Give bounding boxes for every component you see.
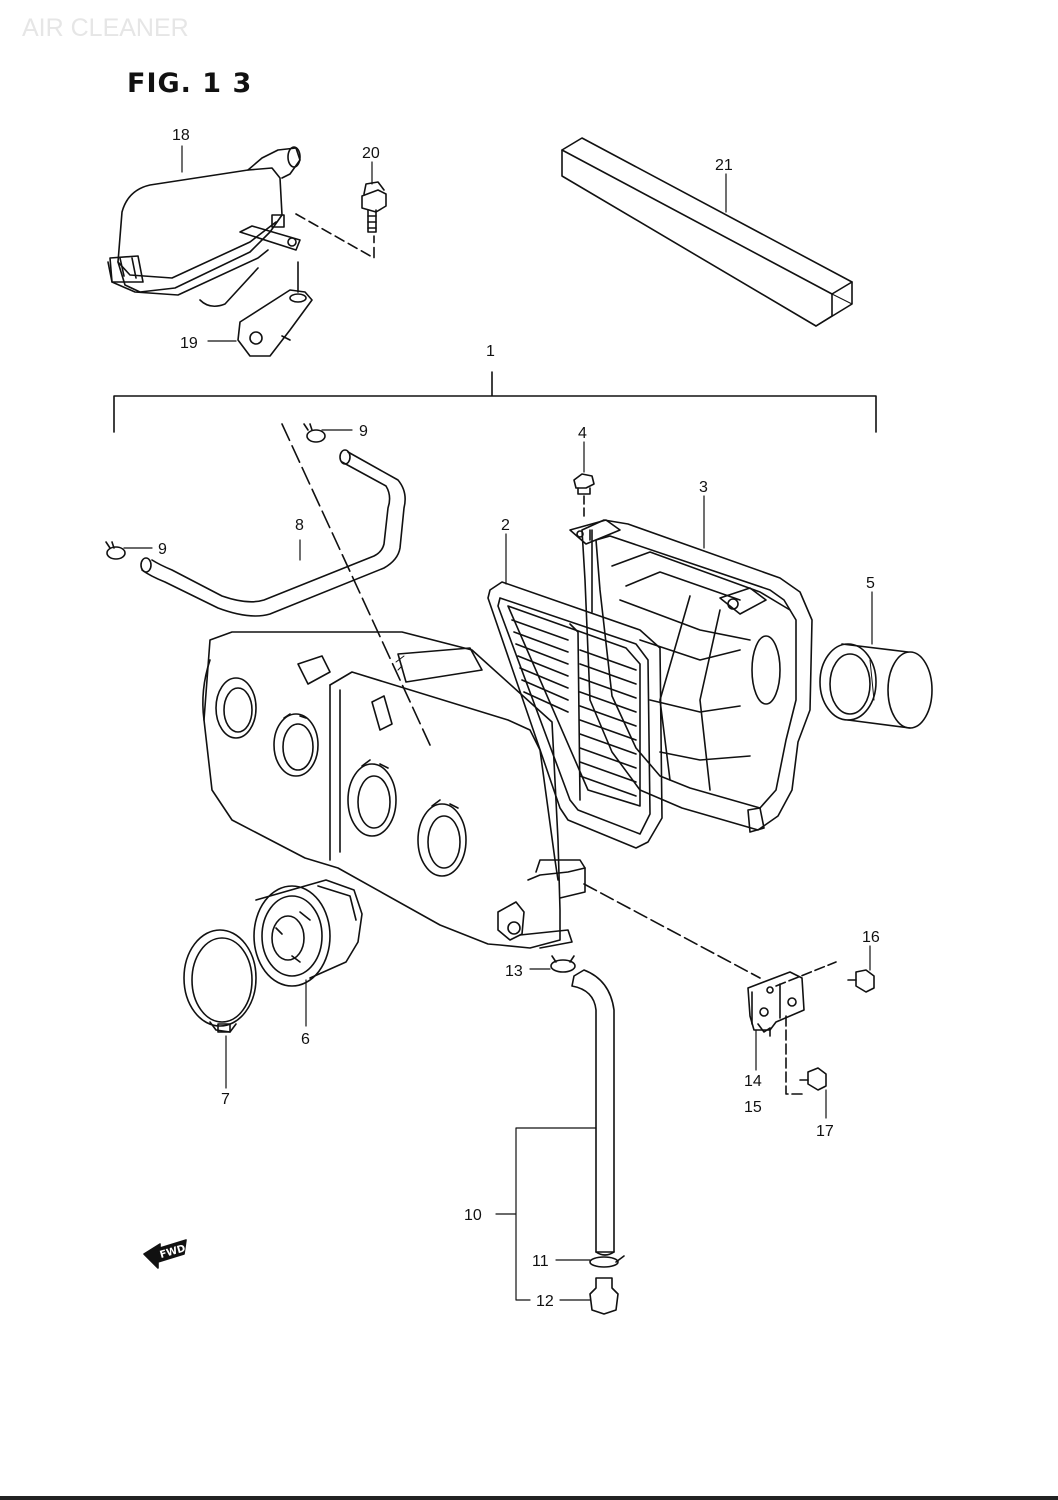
callout-2: 2 bbox=[501, 517, 510, 534]
callout-3: 3 bbox=[699, 479, 708, 496]
figure-title: FIG. 1 3 bbox=[127, 68, 253, 99]
bracket-part-19 bbox=[237, 261, 313, 357]
callout-20: 20 bbox=[362, 145, 380, 162]
drain-hose-part-10 bbox=[550, 955, 625, 1315]
sub-air-cleaner-case bbox=[107, 146, 301, 308]
section-watermark: AIR CLEANER bbox=[22, 14, 189, 42]
callout-9-upper: 9 bbox=[359, 423, 368, 440]
callout-8: 8 bbox=[295, 517, 304, 534]
screw-part-17 bbox=[799, 1067, 827, 1091]
breather-hose-part-8 bbox=[140, 449, 406, 617]
callout-labels: 1 2 3 4 5 6 7 8 9 9 10 11 12 13 14 15 16… bbox=[158, 127, 880, 1310]
callout-4: 4 bbox=[578, 425, 587, 442]
assembly-bracket-1 bbox=[113, 371, 877, 433]
hose-clip-part-9-lower bbox=[105, 541, 126, 560]
screw-part-16 bbox=[847, 969, 875, 993]
callout-19: 19 bbox=[180, 335, 198, 352]
callout-21: 21 bbox=[715, 157, 733, 174]
hose-clamp-part-7 bbox=[183, 929, 257, 1033]
forward-direction-arrow-icon: FWD bbox=[143, 1239, 187, 1269]
callout-18: 18 bbox=[172, 127, 190, 144]
bolt-part-20 bbox=[295, 181, 387, 259]
callout-12: 12 bbox=[536, 1293, 554, 1310]
callout-13: 13 bbox=[505, 963, 523, 980]
callout-5: 5 bbox=[866, 575, 875, 592]
callout-14: 14 bbox=[744, 1073, 762, 1090]
callout-9-lower: 9 bbox=[158, 541, 167, 558]
bracket-part-14 bbox=[583, 883, 837, 1095]
outlet-connector-part-6 bbox=[253, 879, 363, 987]
intake-duct-part-5 bbox=[819, 643, 933, 729]
foam-part-21 bbox=[561, 137, 853, 327]
page-bottom-border bbox=[0, 1496, 1058, 1500]
callout-17: 17 bbox=[816, 1123, 834, 1140]
callout-6: 6 bbox=[301, 1031, 310, 1048]
callout-1: 1 bbox=[486, 343, 495, 360]
leader-dashed-line-9 bbox=[281, 423, 431, 746]
air-filter-element-part-2 bbox=[487, 581, 663, 849]
callout-10: 10 bbox=[464, 1207, 482, 1224]
hose-clip-part-9-upper bbox=[303, 423, 326, 443]
callout-16: 16 bbox=[862, 929, 880, 946]
air-cleaner-case bbox=[202, 631, 586, 949]
fwd-label: FWD bbox=[159, 1243, 187, 1261]
callout-7: 7 bbox=[221, 1091, 230, 1108]
callout-11: 11 bbox=[532, 1253, 549, 1270]
callout-15: 15 bbox=[744, 1099, 762, 1116]
screw-part-4 bbox=[573, 473, 595, 613]
air-cleaner-cap-part-3 bbox=[569, 519, 813, 833]
leader-lines bbox=[123, 145, 873, 1301]
